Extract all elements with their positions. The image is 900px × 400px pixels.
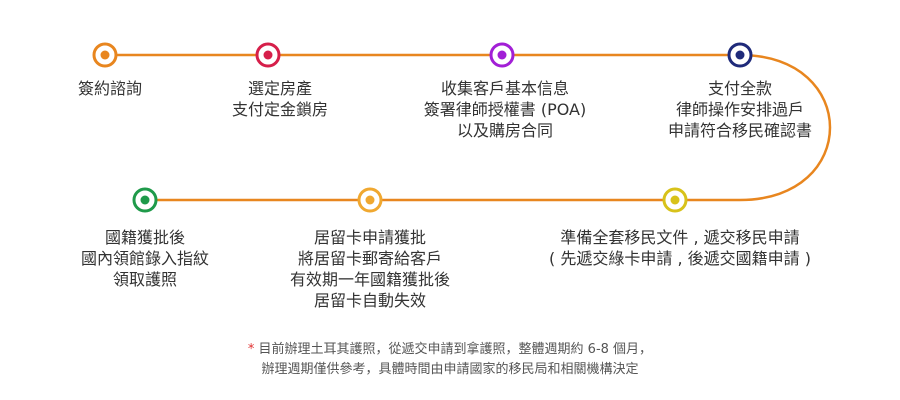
step-2-line-2: 支付定金鎖房 bbox=[231, 100, 328, 119]
step-4-node bbox=[727, 42, 753, 68]
footnote-text-2: 辦理週期僅供參考，具體時間由申請國家的移民局和相關機構決定 bbox=[261, 362, 639, 377]
step-4-line-2: 律師操作安排過戶 bbox=[675, 100, 804, 119]
step-1-node bbox=[92, 42, 118, 68]
step-3-node-dot bbox=[497, 50, 507, 60]
step-3-line-3: 以及購房合同 bbox=[456, 121, 553, 140]
step-7-node-dot bbox=[670, 195, 680, 205]
timeline-nodes bbox=[92, 42, 753, 213]
step-5-line-3: 領取護照 bbox=[112, 270, 177, 289]
timeline-track bbox=[105, 53, 832, 202]
step-7-label: 準備全套移民文件 , 遞交移民申請 ( 先遞交綠卡申請 , 後遞交國籍申請 ) bbox=[500, 227, 860, 269]
step-6-line-3: 有效期一年國籍獲批後 bbox=[289, 270, 450, 289]
step-5-node bbox=[132, 187, 158, 213]
step-4-label: 支付全款 律師操作安排過戶 申請符合移民確認書 bbox=[630, 78, 850, 141]
step-5-label: 國籍獲批後 國內領館錄入指紋 領取護照 bbox=[50, 227, 240, 290]
step-3-line-1: 收集客戶基本信息 bbox=[440, 79, 569, 98]
step-2-node-dot bbox=[263, 50, 273, 60]
step-2-label: 選定房產 支付定金鎖房 bbox=[210, 78, 350, 120]
step-6-node-dot bbox=[365, 195, 375, 205]
footnote-line-2: 辦理週期僅供參考，具體時間由申請國家的移民局和相關機構決定 bbox=[150, 360, 750, 380]
step-2-node bbox=[255, 42, 281, 68]
footnote-asterisk: * bbox=[247, 342, 255, 357]
step-5-line-2: 國內領館錄入指紋 bbox=[80, 249, 209, 268]
step-1-line-1: 簽約諮詢 bbox=[77, 79, 142, 98]
step-7-node bbox=[662, 187, 688, 213]
step-3-node bbox=[489, 42, 515, 68]
step-3-line-2: 簽署律師授權書 (POA) bbox=[423, 100, 587, 119]
step-3-label: 收集客戶基本信息 簽署律師授權書 (POA) 以及購房合同 bbox=[390, 78, 620, 141]
step-4-line-1: 支付全款 bbox=[707, 79, 772, 98]
footnote-line-1: * 目前辦理土耳其護照，從遞交申請到拿護照，整體週期約 6-8 個月， bbox=[150, 340, 750, 360]
step-6-node bbox=[357, 187, 383, 213]
footnote-text-1: 目前辦理土耳其護照，從遞交申請到拿護照，整體週期約 6-8 個月， bbox=[254, 342, 653, 357]
step-7-line-2: ( 先遞交綠卡申請 , 後遞交國籍申請 ) bbox=[549, 249, 811, 268]
step-6-line-2: 將居留卡郵寄給客戶 bbox=[297, 249, 442, 268]
step-4-line-3: 申請符合移民確認書 bbox=[667, 121, 812, 140]
step-6-label: 居留卡申請獲批 將居留卡郵寄給客戶 有效期一年國籍獲批後 居留卡自動失效 bbox=[260, 227, 480, 311]
step-5-node-dot bbox=[140, 195, 150, 205]
step-4-node-dot bbox=[735, 50, 745, 60]
step-1-node-dot bbox=[100, 50, 110, 60]
step-6-line-1: 居留卡申請獲批 bbox=[313, 228, 426, 247]
step-7-line-1: 準備全套移民文件 , 遞交移民申請 bbox=[560, 228, 800, 247]
step-5-line-1: 國籍獲批後 bbox=[104, 228, 185, 247]
step-1-label: 簽約諮詢 bbox=[50, 78, 170, 99]
step-6-line-4: 居留卡自動失效 bbox=[313, 291, 426, 310]
step-2-line-1: 選定房產 bbox=[247, 79, 312, 98]
